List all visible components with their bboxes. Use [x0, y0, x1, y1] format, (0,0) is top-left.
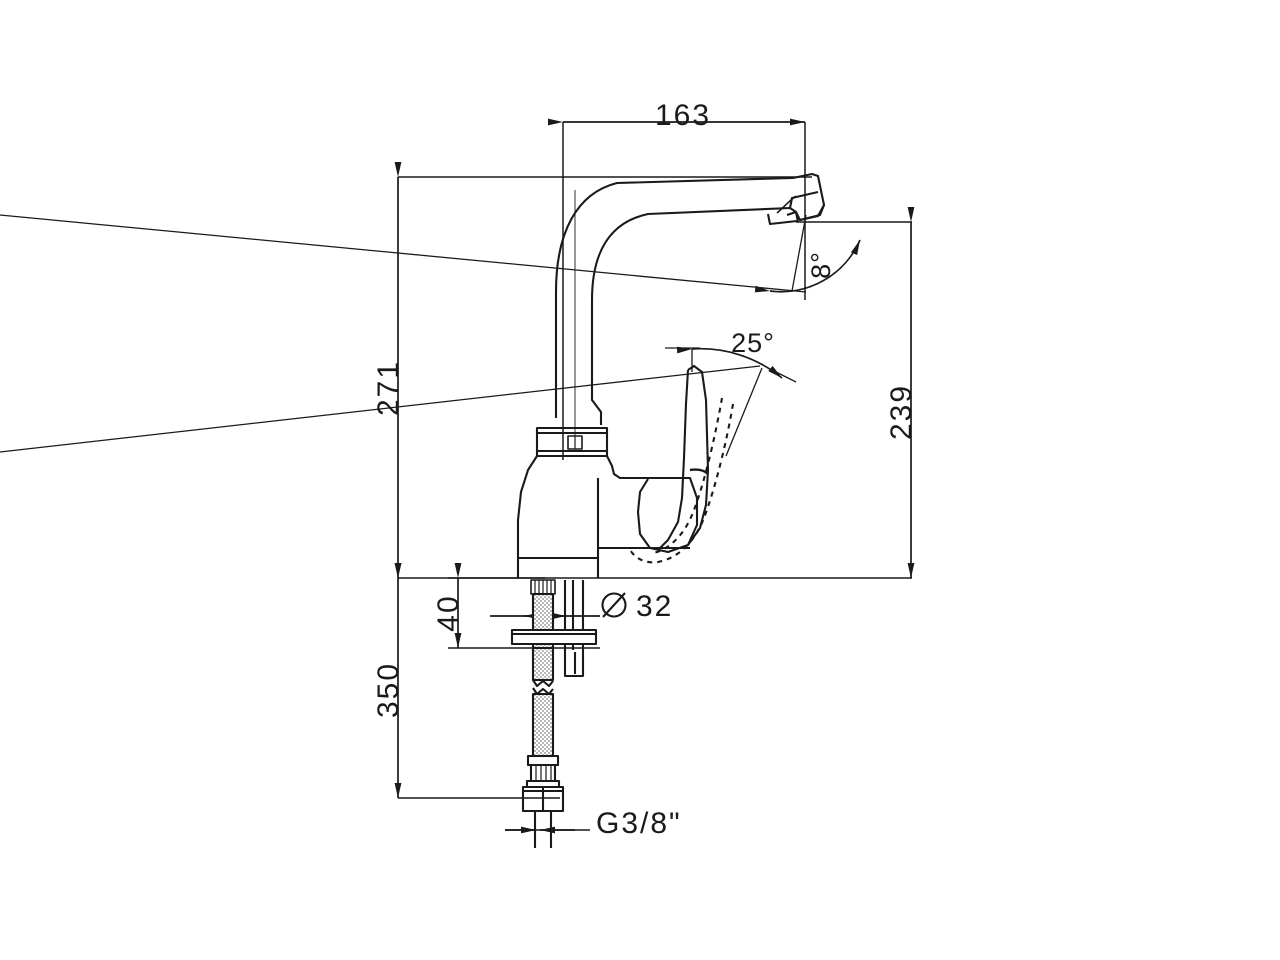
faucet-spout — [554, 172, 826, 301]
faucet-lever-seat — [620, 468, 709, 554]
faucet-body — [516, 455, 690, 578]
dim-label-271: 271 — [372, 360, 405, 416]
angle-25-arc — [676, 346, 783, 379]
diameter-icon — [601, 592, 627, 618]
angle-8-arc — [754, 239, 861, 293]
angle-arcs — [0, 214, 861, 457]
faucet-collar-ring — [535, 426, 609, 458]
faucet-lever-handle — [659, 364, 710, 549]
dim-label-40: 40 — [432, 594, 465, 631]
dim-label-g38: G3/8" — [596, 807, 682, 840]
dimension-labels: 163 271 239 40 350 32 G3/8" 8° 25° — [372, 99, 918, 840]
mounting-assembly — [510, 579, 598, 848]
dim-label-d32: 32 — [636, 590, 673, 623]
dim-label-350: 350 — [372, 662, 405, 718]
angle-label-25: 25° — [731, 328, 775, 358]
angle-label-8: 8° — [806, 251, 836, 279]
faucet-lever-handle-ghost — [628, 397, 735, 564]
faucet-riser — [554, 190, 603, 440]
extension-lines — [398, 122, 912, 831]
dim-label-239: 239 — [885, 384, 918, 440]
dim-label-163: 163 — [655, 99, 711, 132]
dimension-lines — [394, 118, 915, 834]
